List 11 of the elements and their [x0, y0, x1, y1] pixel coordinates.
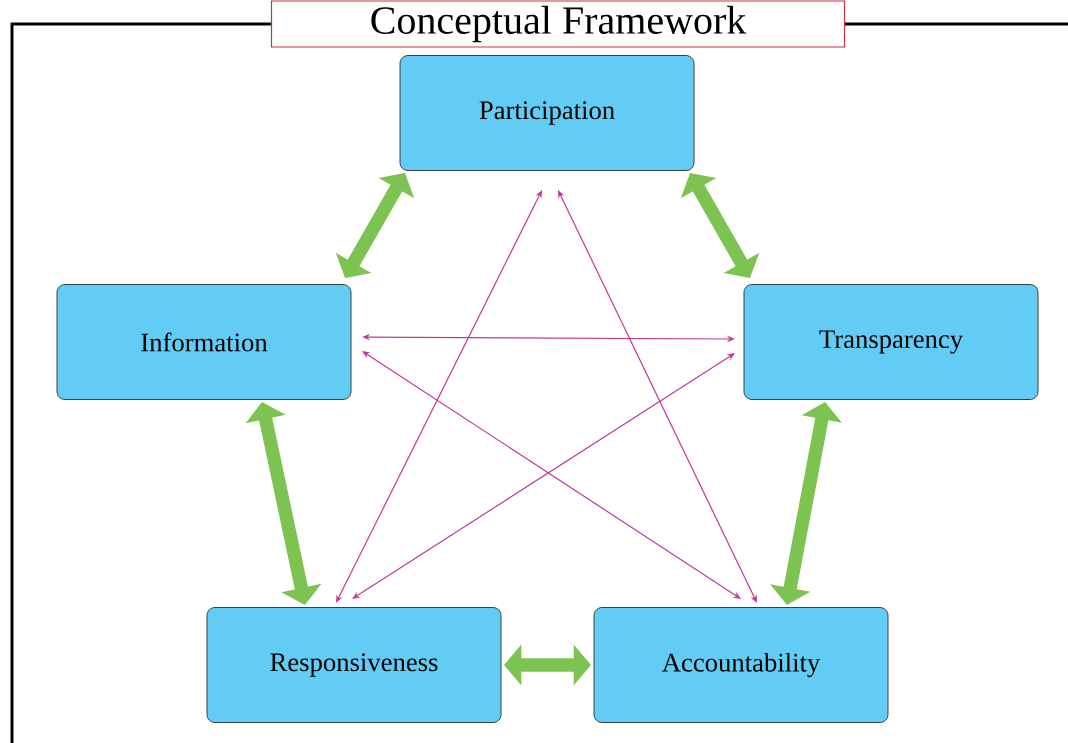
- title-box: Conceptual Framework: [270, 0, 846, 48]
- process-box: Participation: [399, 55, 695, 171]
- process-box: Responsiveness: [206, 607, 502, 723]
- process-box: Accountability: [593, 607, 889, 723]
- arrow: [336, 190, 542, 603]
- double-arrow: [504, 644, 591, 686]
- process-box: Information: [56, 284, 352, 400]
- arrow: [558, 190, 757, 603]
- process-box: Transparency: [743, 284, 1039, 400]
- double-arrow: [680, 173, 760, 278]
- double-arrow: [245, 402, 322, 605]
